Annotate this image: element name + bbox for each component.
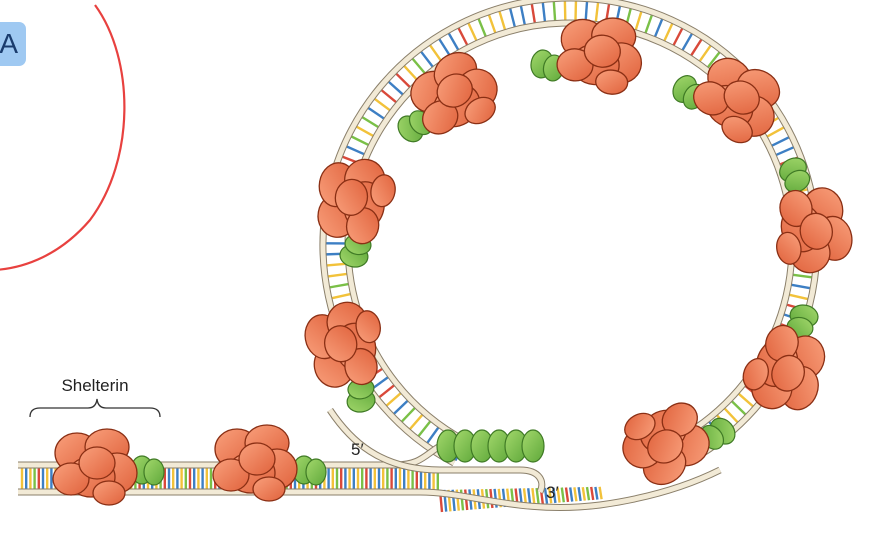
base-pair [381,90,396,102]
base-pair [449,33,458,49]
base-pair [327,264,346,266]
base-pair [521,6,525,25]
base-pair [532,4,535,23]
base-pair [386,393,400,406]
base-pair [600,487,602,499]
base-pair [532,488,534,504]
base-pair [347,147,364,155]
base-pair [458,28,467,45]
base-pair [332,294,351,298]
base-pair [579,487,581,501]
base-pair [427,427,438,442]
green-protein [293,456,326,485]
shelterin-complex [213,425,297,501]
base-pair [389,82,403,95]
base-pair [636,12,642,30]
base-pair [330,284,349,287]
base-pair [362,117,378,127]
base-pair [583,487,585,500]
base-pair [421,52,433,67]
base-pair [655,19,662,37]
shelterin-complex [555,13,645,96]
base-pair [595,487,597,500]
shelterin-complex [53,429,137,505]
base-pair [357,127,374,136]
base-pair [772,137,789,145]
base-pair [410,415,422,429]
base-pair [691,39,701,55]
base-pair [645,15,651,33]
base-pair [543,3,545,22]
base-pair [479,19,486,37]
base-pair [791,285,810,288]
base-pair [396,74,410,87]
base-pair [368,108,384,119]
base-pair [394,401,408,414]
base-pair [328,274,347,276]
shelterin-label: Shelterin [61,376,128,395]
base-pair [510,8,515,26]
shelterin-bracket [30,399,160,417]
base-pair [664,24,672,41]
base-pair [596,3,598,22]
base-pair [528,488,530,505]
base-pair [489,15,495,33]
annotation-circle [0,5,124,270]
green-coil-protein [437,430,544,462]
base-pair [739,394,753,407]
base-pair [439,39,449,55]
base-pair [586,2,587,21]
base-pair [574,487,576,501]
base-pair [683,34,693,50]
base-pair [793,275,812,278]
base-pair [430,45,441,61]
shelterin-complex [300,297,389,393]
shelterin-complex [735,318,835,423]
base-pair [570,487,572,501]
base-pair [562,488,564,503]
base-pair [402,408,415,422]
three-prime-label: 3′ [546,483,559,502]
base-pair [375,99,390,110]
base-pair [404,66,417,80]
base-pair [499,11,504,29]
base-pair [776,147,793,155]
base-pair [554,2,555,21]
shelterin-complex [767,182,856,278]
base-pair [413,59,425,74]
base-pair [566,487,568,501]
base-pair [379,385,394,397]
base-pair [418,421,430,436]
base-pair [674,28,683,45]
base-pair [591,487,593,500]
base-pair [587,487,589,500]
base-pair [351,137,368,145]
base-pair [789,295,808,299]
five-prime-label: 5′ [351,440,364,459]
base-pair [700,46,711,62]
base-pair [373,377,388,388]
base-pair [732,401,746,414]
base-pair [468,23,476,40]
